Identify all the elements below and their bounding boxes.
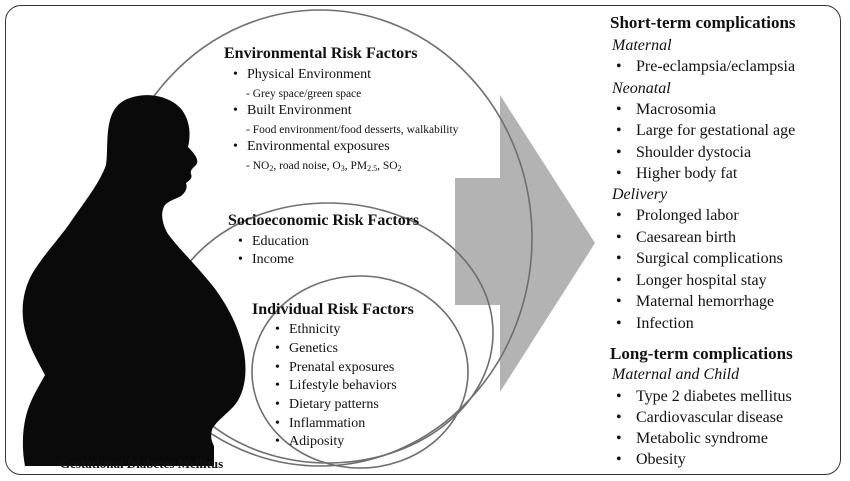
environmental-exposures-list: - NO2, road noise, O3, PM2.5, SO2 (246, 160, 402, 173)
socioeconomic-item: Education (238, 235, 309, 249)
short-term-title: Short-term complications (610, 13, 796, 32)
pregnant-woman-silhouette-icon (22, 95, 246, 466)
individual-item: Genetics (275, 342, 338, 356)
individual-item: Lifestyle behaviors (275, 379, 397, 393)
individual-item: Inflammation (275, 417, 365, 431)
long-term-item: Cardiovascular disease (616, 410, 783, 426)
flow-arrow (455, 95, 595, 392)
individual-title: Individual Risk Factors (252, 301, 414, 318)
environmental-item-1: Physical Environment (233, 68, 371, 82)
neonatal-item: Macrosomia (616, 102, 716, 118)
socioeconomic-title: Socioeconomic Risk Factors (228, 212, 420, 229)
socioeconomic-item: Income (238, 253, 294, 267)
maternal-label: Maternal (612, 37, 672, 54)
long-term-item: Type 2 diabetes mellitus (616, 389, 792, 405)
long-term-item: Obesity (616, 452, 686, 468)
delivery-item: Surgical complications (616, 251, 783, 267)
delivery-item: Caesarean birth (616, 230, 736, 246)
individual-item: Adiposity (275, 435, 344, 449)
neonatal-label: Neonatal (612, 80, 671, 97)
environmental-item-2: Built Environment (233, 104, 352, 118)
environmental-item-3: Environmental exposures (233, 140, 390, 154)
delivery-item: Prolonged labor (616, 208, 739, 224)
environmental-item-1-sub: - Grey space/green space (246, 88, 362, 100)
environmental-item-2-sub: - Food environment/food desserts, walkab… (246, 124, 459, 136)
maternal-item: Pre-eclampsia/eclampsia (616, 59, 795, 75)
long-term-title: Long-term complications (610, 344, 793, 363)
delivery-label: Delivery (612, 186, 668, 203)
individual-item: Prenatal exposures (275, 361, 394, 375)
neonatal-item: Higher body fat (616, 166, 737, 182)
individual-item: Ethnicity (275, 323, 340, 337)
neonatal-item: Shoulder dystocia (616, 145, 751, 161)
maternal-and-child-label: Maternal and Child (612, 366, 740, 383)
delivery-item: Longer hospital stay (616, 273, 767, 289)
delivery-item: Infection (616, 316, 694, 332)
long-term-item: Metabolic syndrome (616, 431, 768, 447)
diagram-frame (5, 5, 841, 475)
environmental-title: Environmental Risk Factors (224, 45, 418, 62)
delivery-item: Maternal hemorrhage (616, 294, 774, 310)
individual-item: Dietary patterns (275, 398, 379, 412)
individual-ellipse (251, 275, 469, 469)
gdm-label: Gestational Diabetes Mellitus (60, 456, 224, 471)
neonatal-item: Large for gestational age (616, 123, 795, 139)
